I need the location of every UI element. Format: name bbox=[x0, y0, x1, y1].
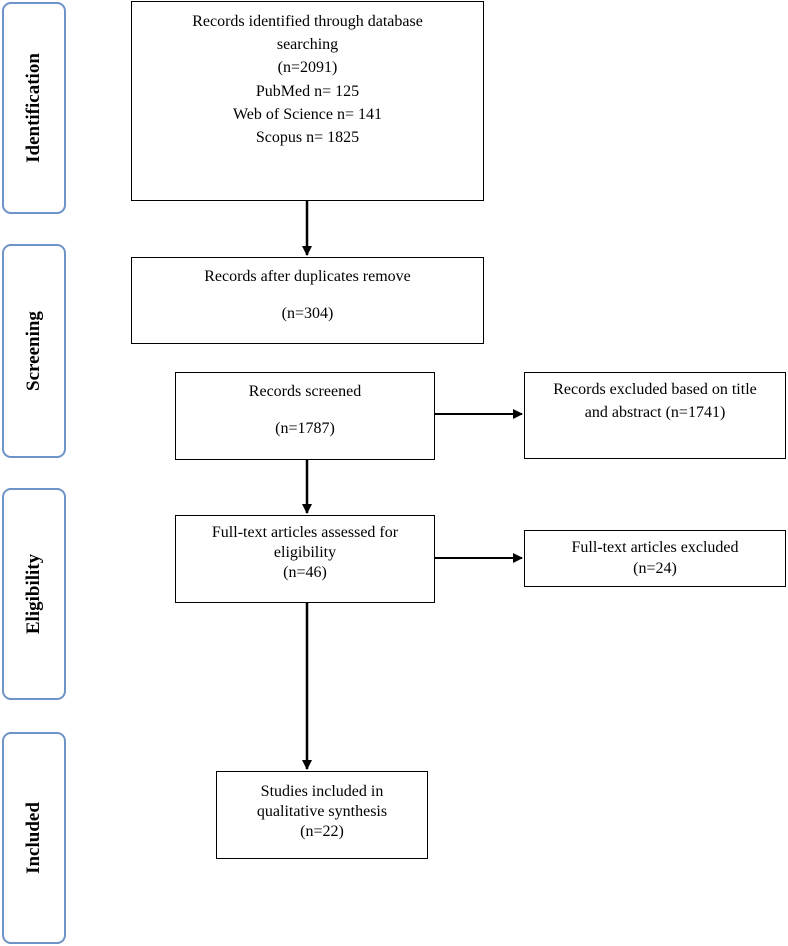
records-identified-scopus: Scopus n= 1825 bbox=[255, 128, 360, 146]
full-text-excluded-label: Full-text articles excluded bbox=[571, 539, 739, 556]
duplicates-removed-label: Records after duplicates remove bbox=[204, 268, 411, 285]
records-screened-label: Records screened bbox=[248, 383, 362, 400]
stage-screening-label: Screening bbox=[23, 311, 44, 391]
stage-included-label: Included bbox=[23, 802, 44, 874]
records-excluded-box: Records excluded based on title and abst… bbox=[524, 372, 786, 459]
stage-screening: Screening bbox=[2, 244, 66, 458]
records-identified-line-1: Records identified through database bbox=[192, 13, 423, 30]
records-excluded-line-2: and abstract (n=1741) bbox=[584, 404, 726, 422]
full-text-excluded-count: (n=24) bbox=[633, 560, 677, 578]
studies-included-line-2: qualitative synthesis bbox=[256, 803, 388, 821]
records-screened-box: Records screened (n=1787) bbox=[175, 372, 435, 460]
studies-included-line-1: Studies included in bbox=[260, 783, 384, 800]
records-excluded-line-1: Records excluded based on title bbox=[553, 381, 757, 398]
records-identified-pubmed: PubMed n= 125 bbox=[255, 82, 360, 100]
full-text-assessed-line-2: eligibility bbox=[273, 544, 337, 562]
records-identified-line-2: searching bbox=[276, 36, 339, 54]
stage-eligibility: Eligibility bbox=[2, 488, 66, 700]
studies-included-count: (n=22) bbox=[300, 823, 344, 841]
stage-identification-label: Identification bbox=[23, 53, 44, 163]
duplicates-removed-count: (n=304) bbox=[281, 305, 334, 323]
full-text-assessed-count: (n=46) bbox=[283, 564, 327, 582]
full-text-assessed-box: Full-text articles assessed for eligibil… bbox=[175, 515, 435, 603]
records-identified-total: (n=2091) bbox=[277, 59, 338, 77]
full-text-excluded-box: Full-text articles excluded (n=24) bbox=[524, 530, 786, 587]
duplicates-removed-box: Records after duplicates remove (n=304) bbox=[131, 257, 484, 344]
studies-included-box: Studies included in qualitative synthesi… bbox=[216, 771, 428, 859]
full-text-assessed-line-1: Full-text articles assessed for bbox=[211, 524, 399, 541]
records-identified-box: Records identified through database sear… bbox=[131, 1, 484, 201]
stage-eligibility-label: Eligibility bbox=[23, 553, 44, 635]
records-screened-count: (n=1787) bbox=[275, 420, 335, 438]
stage-identification: Identification bbox=[2, 2, 66, 214]
stage-included: Included bbox=[2, 732, 66, 944]
records-identified-wos: Web of Science n= 141 bbox=[232, 105, 383, 123]
